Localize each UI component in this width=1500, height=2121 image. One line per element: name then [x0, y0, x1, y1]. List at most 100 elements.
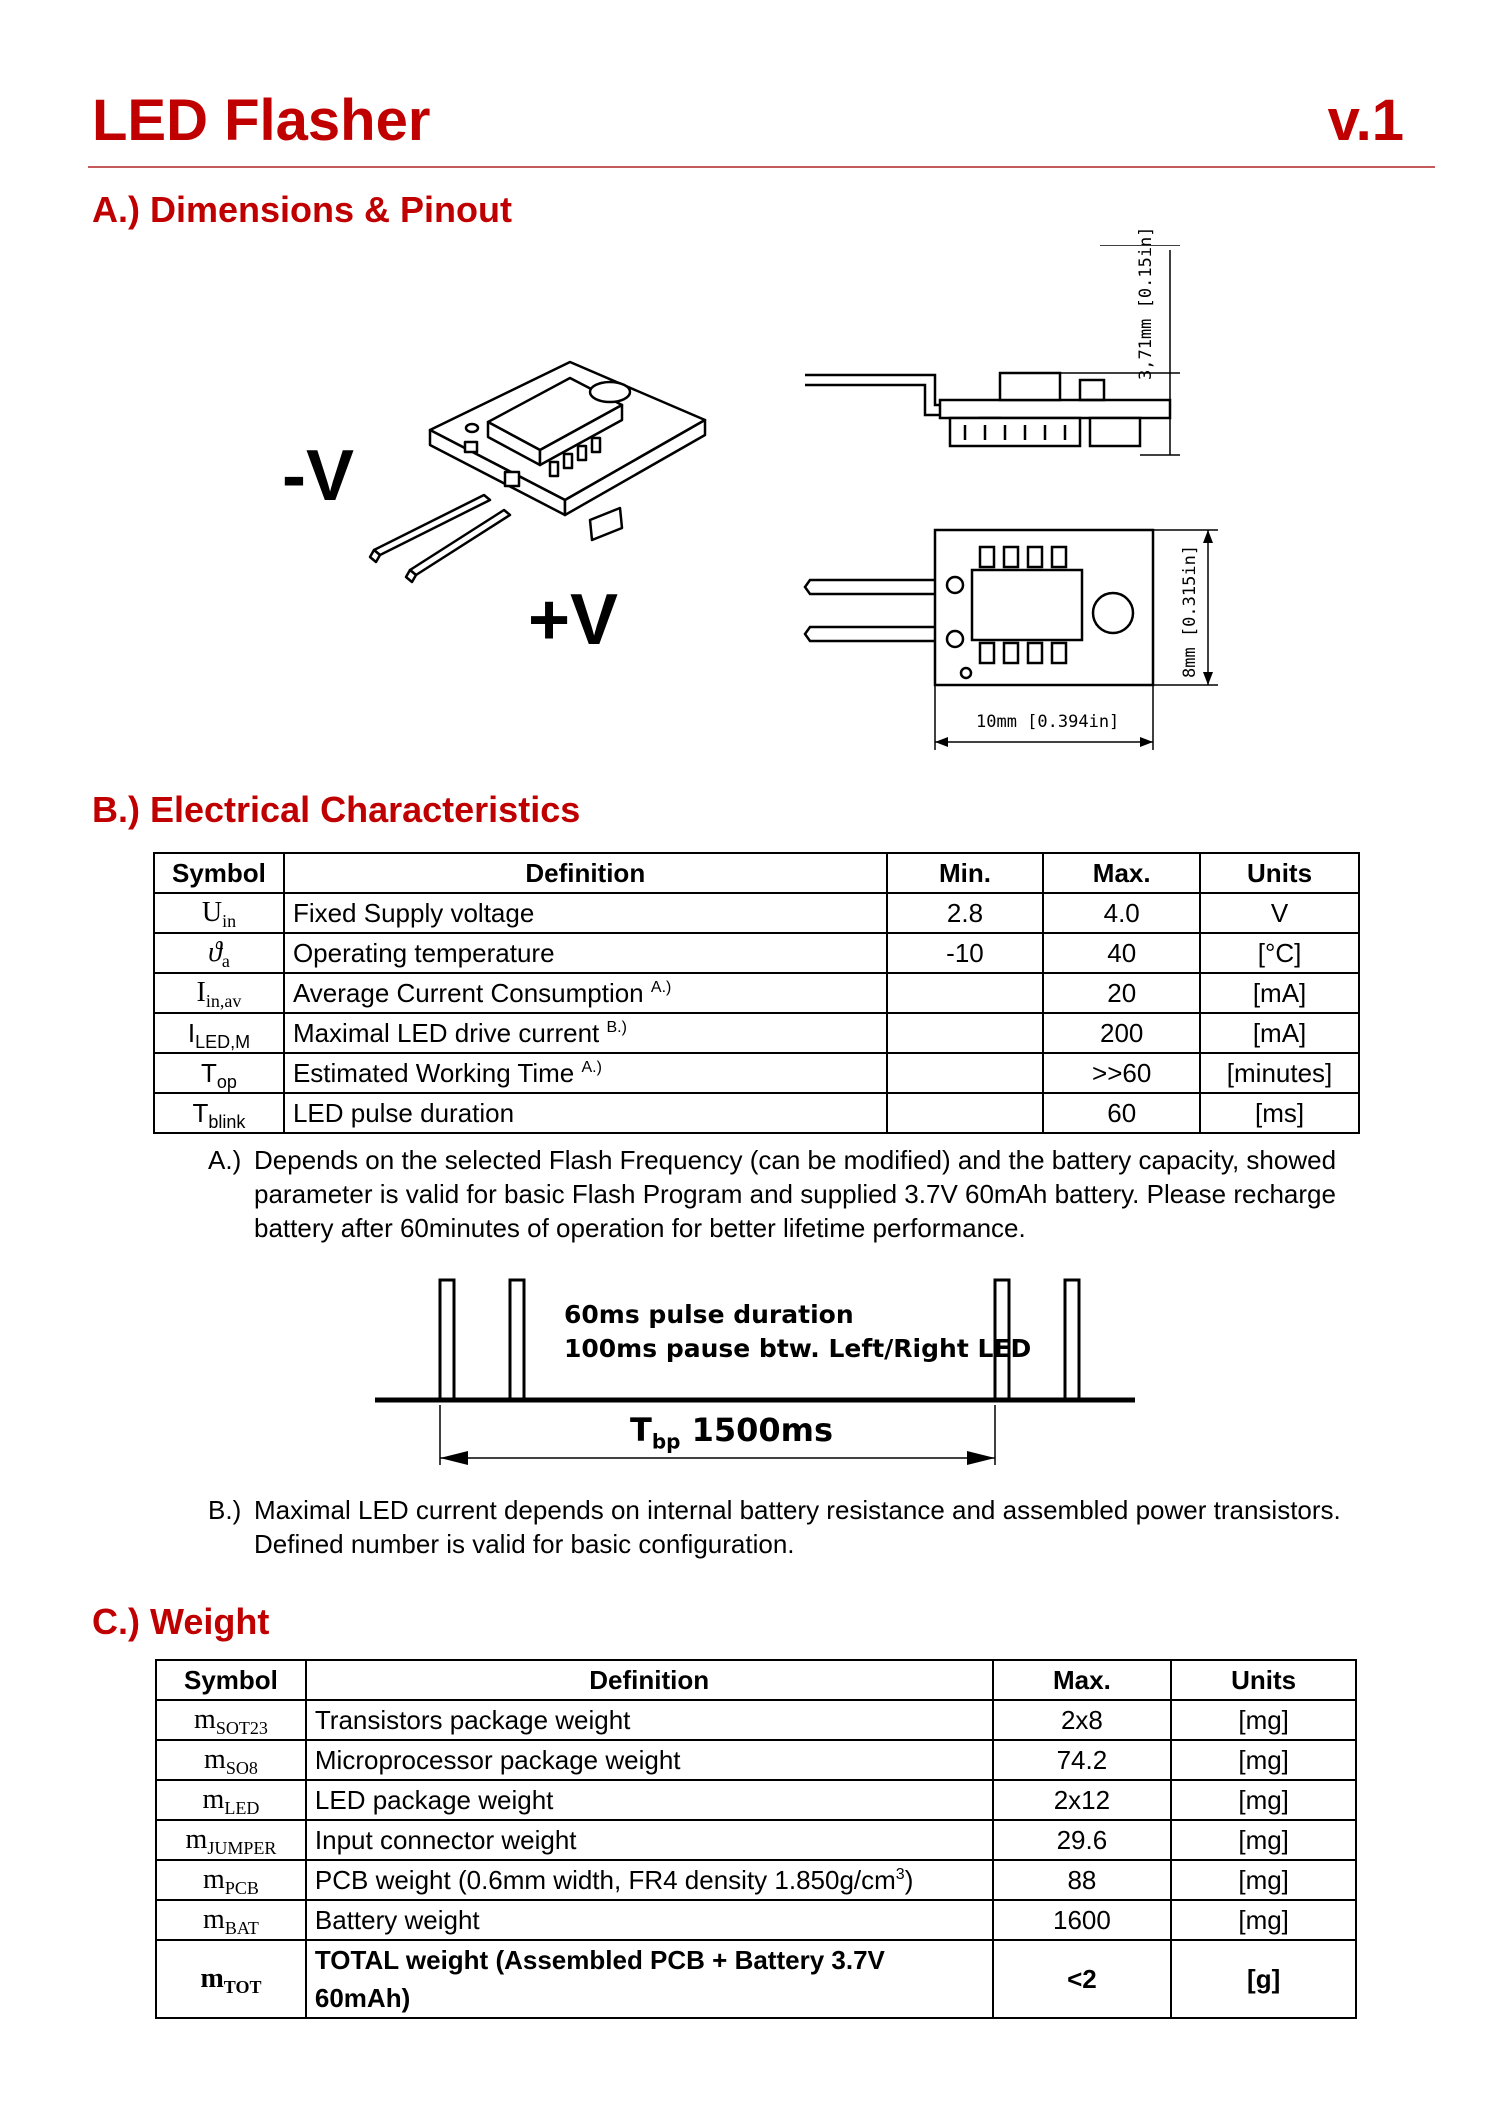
- note-a-text: Depends on the selected Flash Frequency …: [254, 1145, 1337, 1243]
- symbol-cell: Tblink: [153, 1092, 285, 1134]
- min-cell: -10: [885, 932, 1045, 974]
- column-header: Max.: [1042, 852, 1202, 894]
- pulse-duration-label: 60ms pulse duration: [564, 1300, 854, 1329]
- table-row: Tblink LED pulse duration 60 [ms]: [153, 1092, 1360, 1134]
- unit-cell: [mg]: [1170, 1819, 1357, 1861]
- column-header: Units: [1170, 1659, 1357, 1701]
- symbol-cell: mJUMPER: [155, 1819, 307, 1861]
- symbol-cell: mLED: [155, 1779, 307, 1821]
- min-cell: [885, 1052, 1045, 1094]
- total-row: mTOT TOTAL weight (Assembled PCB + Batte…: [155, 1939, 1357, 2019]
- symbol-cell: mPCB: [155, 1859, 307, 1901]
- max-cell: 1600: [991, 1899, 1173, 1941]
- column-header: Definition: [304, 1659, 994, 1701]
- unit-cell: [ms]: [1199, 1092, 1360, 1134]
- minus-v-label: -V: [282, 436, 354, 516]
- unit-cell: [mA]: [1199, 972, 1360, 1014]
- min-cell: [885, 972, 1045, 1014]
- section-b-heading: B.) Electrical Characteristics: [92, 789, 581, 830]
- unit-cell: [mg]: [1170, 1739, 1357, 1781]
- section-c-heading: C.) Weight: [92, 1601, 270, 1642]
- column-header: Units: [1199, 852, 1360, 894]
- pulse-pause-label: 100ms pause btw. Left/Right LED: [564, 1334, 1032, 1363]
- footnote-ref: A.): [581, 1059, 602, 1076]
- table-header-row: Symbol Definition Max. Units: [155, 1659, 1357, 1701]
- column-header: Max.: [991, 1659, 1173, 1701]
- column-header: Min.: [885, 852, 1045, 894]
- document-title: LED Flasher: [92, 88, 431, 153]
- definition-cell: Operating temperature: [282, 932, 888, 974]
- max-cell: >>60: [1042, 1052, 1202, 1094]
- definition-cell: Transistors package weight: [304, 1699, 994, 1741]
- unit-cell: [mg]: [1170, 1899, 1357, 1941]
- weight-table: Symbol Definition Max. Units mSOT23 Tran…: [155, 1659, 1357, 2019]
- note-b-tag: B.): [208, 1495, 242, 1525]
- column-header: Symbol: [155, 1659, 307, 1701]
- unit-cell: [mg]: [1170, 1779, 1357, 1821]
- period-label: Tbp 1500ms: [630, 1411, 834, 1454]
- note-b-text: Maximal LED current depends on internal …: [254, 1495, 1341, 1559]
- unit-cell: [mg]: [1170, 1859, 1357, 1901]
- symbol-cell: mTOT: [155, 1939, 307, 2019]
- max-cell: 60: [1042, 1092, 1202, 1134]
- definition-cell: Fixed Supply voltage: [282, 892, 888, 934]
- note-a-tag: A.): [208, 1145, 242, 1175]
- table-row: mJUMPER Input connector weight 29.6 [mg]: [155, 1819, 1357, 1861]
- table-row: ϑa Operating temperature -10 40 [°C]: [153, 932, 1360, 974]
- max-cell: 88: [991, 1859, 1173, 1901]
- electrical-characteristics-table: Symbol Definition Min. Max. Units Uin Fi…: [153, 852, 1360, 1134]
- max-cell: 2x8: [991, 1699, 1173, 1741]
- header-rule: [88, 166, 1435, 168]
- max-cell: 29.6: [991, 1819, 1173, 1861]
- top-view-drawing: [803, 528, 1218, 750]
- table-row: mPCB PCB weight (0.6mm width, FR4 densit…: [155, 1859, 1357, 1901]
- symbol-cell: ϑa: [153, 932, 285, 974]
- symbol-cell: Iin,av: [153, 972, 285, 1014]
- definition-cell: TOTAL weight (Assembled PCB + Battery 3.…: [304, 1939, 994, 2019]
- max-cell: 4.0: [1042, 892, 1202, 934]
- footnote-ref: A.): [650, 979, 672, 996]
- table-header-row: Symbol Definition Min. Max. Units: [153, 852, 1360, 894]
- definition-cell: LED package weight: [304, 1779, 994, 1821]
- symbol-cell: mSO8: [155, 1739, 307, 1781]
- table-row: mLED LED package weight 2x12 [mg]: [155, 1779, 1357, 1821]
- table-row: Iin,av Average Current Consumption A.) 2…: [153, 972, 1360, 1014]
- max-cell: <2: [991, 1939, 1173, 2019]
- height-dimension-label: 3,71mm [0.15in]: [1136, 226, 1156, 380]
- table-row: mSOT23 Transistors package weight 2x8 [m…: [155, 1699, 1357, 1741]
- max-cell: 74.2: [991, 1739, 1173, 1781]
- symbol-cell: mSOT23: [155, 1699, 307, 1741]
- min-cell: [885, 1092, 1045, 1134]
- definition-cell: Microprocessor package weight: [304, 1739, 994, 1781]
- document-version: v.1: [1327, 88, 1404, 153]
- definition-cell: Input connector weight: [304, 1819, 994, 1861]
- side-view-drawing: [805, 245, 1180, 456]
- max-cell: 20: [1042, 972, 1202, 1014]
- symbol-cell: Uin: [153, 892, 285, 934]
- definition-cell: Battery weight: [304, 1899, 994, 1941]
- definition-cell: Average Current Consumption A.): [282, 972, 888, 1014]
- isometric-module-drawing: [368, 360, 707, 584]
- width-dimension-label: 8mm [0.315in]: [1180, 544, 1200, 678]
- unit-cell: [mg]: [1170, 1699, 1357, 1741]
- pulse-timing-diagram: [375, 1278, 1135, 1465]
- table-row: Top Estimated Working Time A.) >>60 [min…: [153, 1052, 1360, 1094]
- symbol-cell: ILED,M: [153, 1012, 285, 1054]
- max-cell: 40: [1042, 932, 1202, 974]
- unit-cell: [°C]: [1199, 932, 1360, 974]
- min-cell: [885, 1012, 1045, 1054]
- max-cell: 2x12: [991, 1779, 1173, 1821]
- definition-cell: LED pulse duration: [282, 1092, 888, 1134]
- unit-cell: [g]: [1170, 1939, 1357, 2019]
- definition-cell: Maximal LED drive current B.): [282, 1012, 888, 1054]
- table-row: mSO8 Microprocessor package weight 74.2 …: [155, 1739, 1357, 1781]
- footnote-ref: B.): [606, 1019, 627, 1036]
- unit-cell: V: [1199, 892, 1360, 934]
- definition-cell: Estimated Working Time A.): [282, 1052, 888, 1094]
- table-row: mBAT Battery weight 1600 [mg]: [155, 1899, 1357, 1941]
- table-row: Uin Fixed Supply voltage 2.8 4.0 V: [153, 892, 1360, 934]
- table-row: ILED,M Maximal LED drive current B.) 200…: [153, 1012, 1360, 1054]
- column-header: Definition: [282, 852, 888, 894]
- max-cell: 200: [1042, 1012, 1202, 1054]
- length-dimension-label: 10mm [0.394in]: [976, 712, 1120, 732]
